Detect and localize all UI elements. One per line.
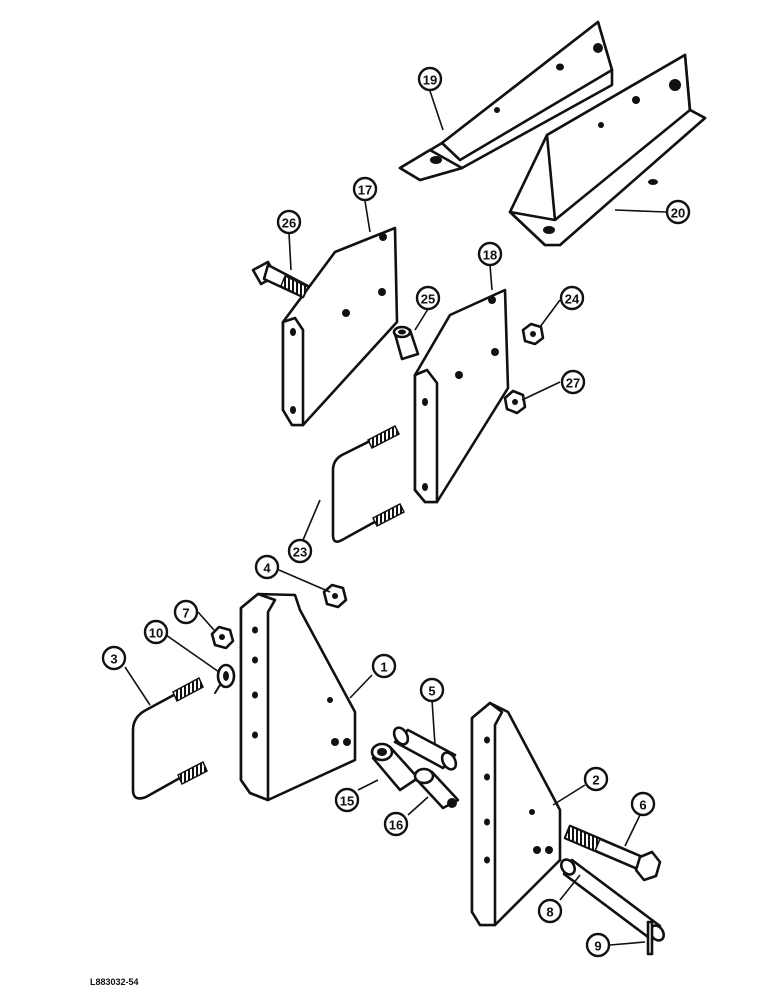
callout-circle [415, 285, 441, 311]
cotter-pin-9 [646, 920, 654, 956]
callout-label: 20 [671, 206, 685, 221]
callout-label: 19 [423, 73, 437, 88]
callout-circle [352, 176, 378, 202]
callout-circle [585, 932, 611, 958]
callout-label: 16 [389, 818, 403, 833]
callout-circle [334, 787, 360, 813]
callout-label: 9 [594, 939, 601, 954]
callout-6: 6 [630, 791, 656, 817]
callout-5: 5 [419, 677, 445, 703]
callout-circle [477, 241, 503, 267]
spacer-5 [392, 726, 458, 771]
callout-19: 19 [417, 66, 443, 92]
callout-circle [173, 599, 199, 625]
callout-circle [101, 645, 127, 671]
callout-circle [560, 369, 586, 395]
callout-label: 25 [421, 292, 435, 307]
callout-label: 23 [293, 545, 307, 560]
callout-circle [630, 791, 656, 817]
plate-17 [281, 226, 399, 427]
callout-9: 9 [585, 932, 611, 958]
callout-circle [559, 285, 585, 311]
angle-bracket-20 [508, 53, 707, 247]
callout-circle [537, 898, 563, 924]
callout-27: 27 [560, 369, 586, 395]
callout-label: 18 [483, 248, 497, 263]
angle-bracket-19 [398, 20, 614, 182]
callout-26: 26 [276, 209, 302, 235]
bolt-26 [251, 260, 310, 299]
bracket-2 [470, 701, 562, 927]
callout-3: 3 [101, 645, 127, 671]
bolt-6 [563, 824, 662, 882]
callout-label: 1 [380, 660, 387, 675]
callout-label: 3 [110, 652, 117, 667]
callout-10: 10 [143, 619, 169, 645]
callout-label: 5 [428, 684, 435, 699]
callout-1: 1 [371, 653, 397, 679]
callout-20: 20 [665, 199, 691, 225]
callout-label: 6 [639, 798, 646, 813]
callout-circle [254, 554, 280, 580]
callout-circle [583, 766, 609, 792]
callout-label: 10 [149, 626, 163, 641]
spacer-16 [413, 767, 460, 810]
callout-label: 27 [566, 376, 580, 391]
figure-id: L883032-54 [90, 977, 139, 987]
callout-2: 2 [583, 766, 609, 792]
callout-4: 4 [254, 554, 280, 580]
callout-24: 24 [559, 285, 585, 311]
u-bolt-3 [131, 676, 208, 800]
spacer-25 [392, 325, 420, 361]
nut-27 [503, 389, 527, 415]
callout-23: 23 [287, 538, 313, 564]
callout-label: 4 [263, 561, 271, 576]
callout-circle [276, 209, 302, 235]
callout-circle [419, 677, 445, 703]
callout-17: 17 [352, 176, 378, 202]
callout-label: 17 [358, 183, 372, 198]
u-bolt-23 [331, 424, 406, 543]
nut-24 [521, 322, 545, 346]
callout-circle [383, 811, 409, 837]
callout-8: 8 [537, 898, 563, 924]
callout-label: 26 [282, 216, 296, 231]
callout-circle [371, 653, 397, 679]
callout-7: 7 [173, 599, 199, 625]
bracket-1 [239, 592, 357, 802]
callout-15: 15 [334, 787, 360, 813]
plate-18 [413, 288, 510, 504]
callout-circle [417, 66, 443, 92]
callout-circle [287, 538, 313, 564]
callout-label: 7 [182, 606, 189, 621]
callout-label: 15 [340, 794, 354, 809]
callout-18: 18 [477, 241, 503, 267]
nut-7 [210, 625, 235, 650]
callout-label: 24 [565, 292, 580, 307]
nut-4 [322, 583, 348, 609]
leader-lines [124, 90, 667, 946]
callout-circle [143, 619, 169, 645]
callout-label: 8 [546, 905, 553, 920]
clip-10 [214, 663, 236, 694]
callout-25: 25 [415, 285, 441, 311]
callout-16: 16 [383, 811, 409, 837]
callout-circle [665, 199, 691, 225]
callout-label: 2 [592, 773, 599, 788]
